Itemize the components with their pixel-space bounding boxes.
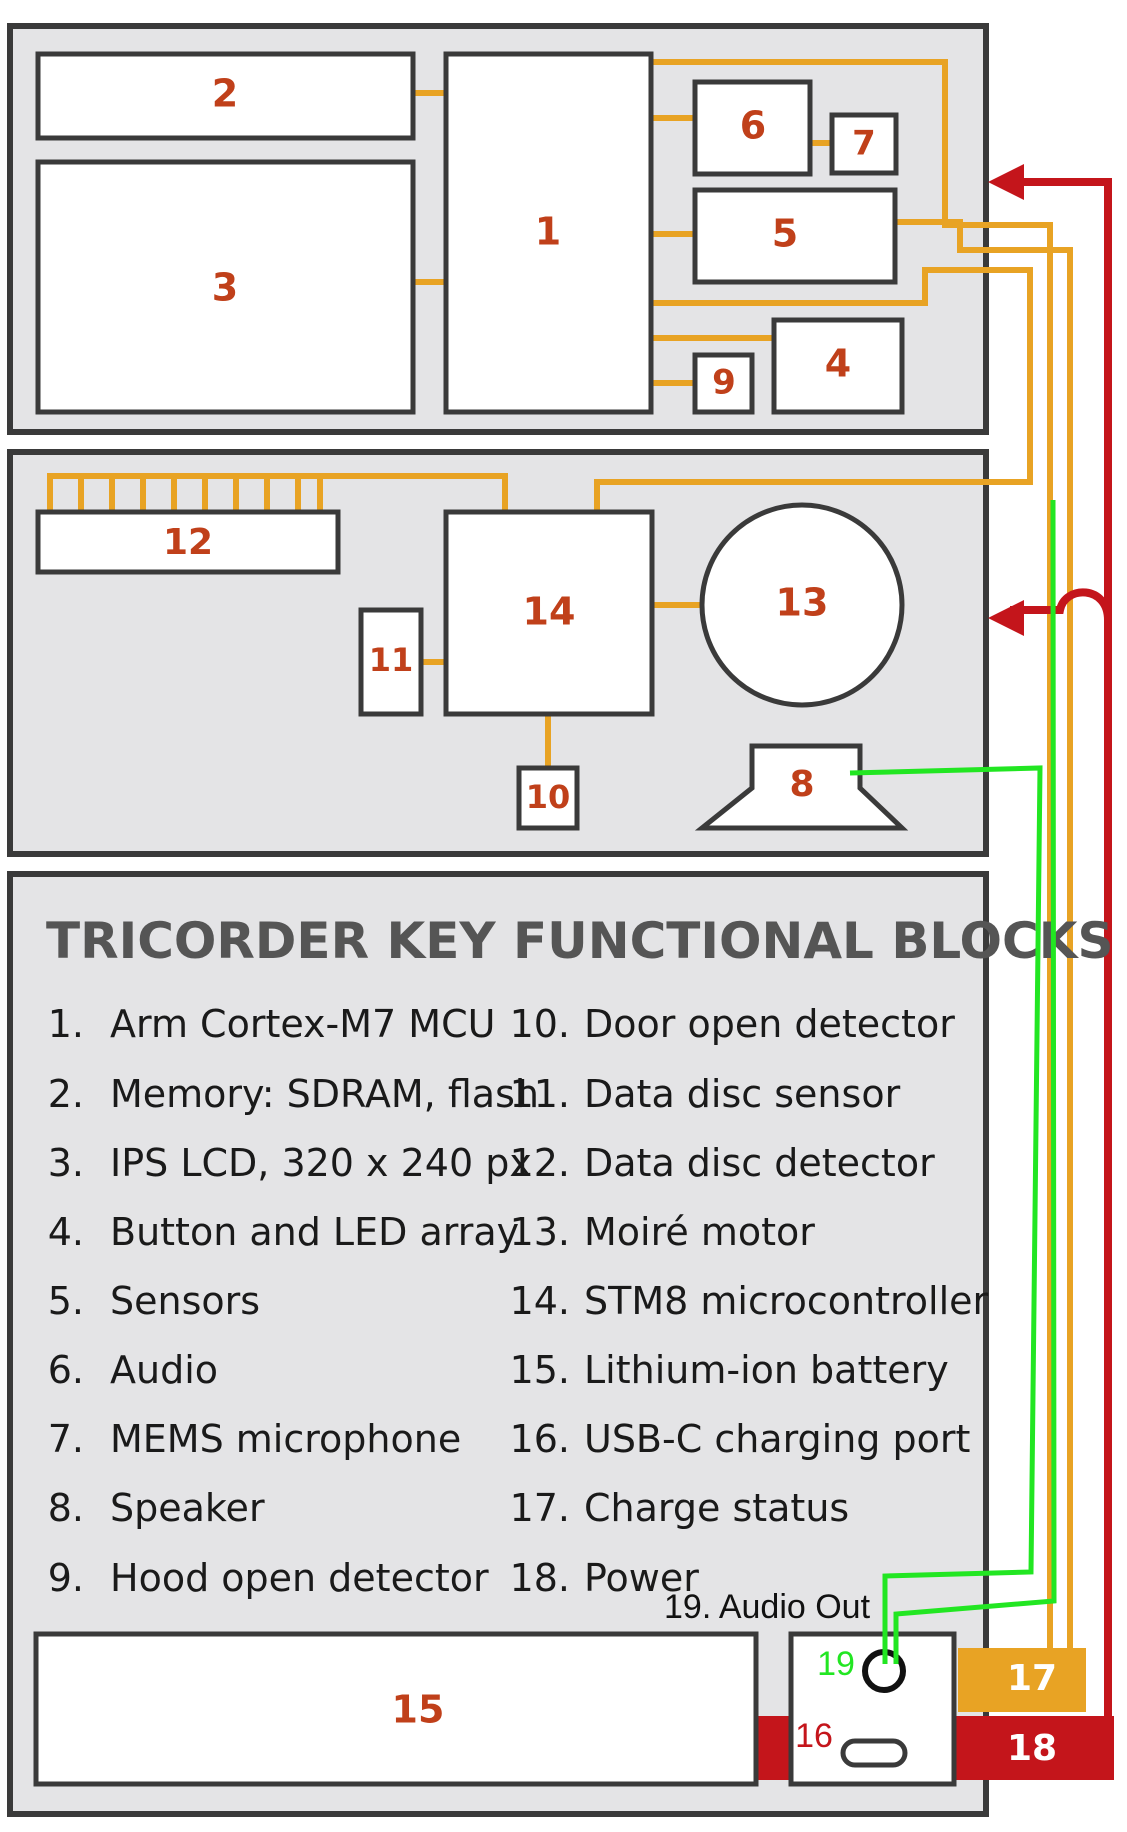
block-16-label: 16 bbox=[795, 1717, 833, 1755]
legend-text-18: Power bbox=[584, 1556, 699, 1600]
block-9 bbox=[692, 352, 755, 415]
legend-num-1: 1. bbox=[48, 1002, 84, 1046]
power-arrow-top bbox=[988, 164, 1024, 200]
legend-num-6: 6. bbox=[48, 1348, 84, 1392]
block-8 bbox=[694, 743, 909, 831]
block-13-label: 13 bbox=[776, 581, 829, 625]
block-4 bbox=[771, 317, 905, 415]
block-3 bbox=[35, 159, 416, 415]
legend-text-3: IPS LCD, 320 x 240 px bbox=[110, 1141, 532, 1185]
legend-right-column: 10. Door open detector 11. Data disc sen… bbox=[510, 1002, 989, 1600]
block-19-label: 19 bbox=[817, 1645, 855, 1683]
legend-text-6: Audio bbox=[110, 1348, 218, 1392]
legend-text-2: Memory: SDRAM, flash bbox=[110, 1072, 539, 1116]
legend-num-13: 13. bbox=[510, 1210, 570, 1254]
block-11 bbox=[358, 607, 424, 717]
legend-text-8: Speaker bbox=[110, 1486, 265, 1530]
legend-text-13: Moiré motor bbox=[584, 1210, 815, 1254]
block-15-label: 15 bbox=[392, 1688, 445, 1732]
block-2 bbox=[35, 51, 416, 141]
legend-num-12: 12. bbox=[510, 1141, 570, 1185]
legend-num-2: 2. bbox=[48, 1072, 84, 1116]
legend-text-4: Button and LED array bbox=[110, 1210, 519, 1254]
legend-num-9: 9. bbox=[48, 1556, 84, 1600]
legend-text-9: Hood open detector bbox=[110, 1556, 489, 1600]
block-15 bbox=[33, 1631, 759, 1787]
legend-text-10: Door open detector bbox=[584, 1002, 955, 1046]
block-6-label: 6 bbox=[740, 104, 766, 148]
legend-text-16: USB-C charging port bbox=[584, 1417, 970, 1461]
block-9-label: 9 bbox=[712, 363, 736, 403]
legend-text-1: Arm Cortex-M7 MCU bbox=[110, 1002, 495, 1046]
legend-num-3: 3. bbox=[48, 1141, 84, 1185]
signal-wires bbox=[47, 59, 1073, 1706]
legend-num-14: 14. bbox=[510, 1279, 570, 1323]
legend-num-18: 18. bbox=[510, 1556, 570, 1600]
block-17-label: 17 bbox=[1007, 1658, 1057, 1699]
block-4-label: 4 bbox=[825, 342, 851, 386]
block-5 bbox=[692, 187, 898, 285]
block-3-label: 3 bbox=[212, 266, 238, 310]
legend-num-5: 5. bbox=[48, 1279, 84, 1323]
block-1 bbox=[443, 51, 654, 415]
legend-num-4: 4. bbox=[48, 1210, 84, 1254]
block-7 bbox=[829, 112, 899, 176]
power-arrow-middle bbox=[988, 600, 1024, 636]
legend-num-16: 16. bbox=[510, 1417, 570, 1461]
legend-text-17: Charge status bbox=[584, 1486, 849, 1530]
block-10 bbox=[516, 765, 580, 831]
block-10-label: 10 bbox=[526, 778, 571, 816]
block-13 bbox=[699, 502, 905, 708]
block-8-label: 8 bbox=[789, 764, 814, 805]
power-wires bbox=[988, 164, 1112, 1748]
legend-text-11: Data disc sensor bbox=[584, 1072, 901, 1116]
legend-num-8: 8. bbox=[48, 1486, 84, 1530]
legend-text-12: Data disc detector bbox=[584, 1141, 935, 1185]
block-11-label: 11 bbox=[369, 641, 414, 679]
block-1-label: 1 bbox=[535, 210, 561, 254]
audio-out-wires bbox=[849, 499, 1057, 1664]
legend-title: TRICORDER KEY FUNCTIONAL BLOCKS bbox=[46, 912, 1113, 970]
block-18-label: 18 bbox=[1007, 1728, 1057, 1769]
block-7-label: 7 bbox=[852, 124, 876, 164]
legend-num-17: 17. bbox=[510, 1486, 570, 1530]
legend-num-10: 10. bbox=[510, 1002, 570, 1046]
block-17 bbox=[958, 1648, 1086, 1712]
block-12-label: 12 bbox=[163, 522, 213, 563]
block-6 bbox=[692, 79, 813, 177]
legend-num-7: 7. bbox=[48, 1417, 84, 1461]
legend-left-column: 1. Arm Cortex-M7 MCU 2. Memory: SDRAM, f… bbox=[48, 1002, 539, 1600]
legend-text-5: Sensors bbox=[110, 1279, 260, 1323]
block-5-label: 5 bbox=[772, 212, 798, 256]
block-2-label: 2 bbox=[212, 72, 238, 116]
audio-out-annotation: 19. Audio Out bbox=[664, 1588, 871, 1626]
legend-num-15: 15. bbox=[510, 1348, 570, 1392]
legend-text-15: Lithium-ion battery bbox=[584, 1348, 949, 1392]
legend-text-14: STM8 microcontroller bbox=[584, 1279, 989, 1323]
block-16-usb-port bbox=[840, 1738, 908, 1768]
block-14-label: 14 bbox=[523, 590, 576, 634]
block-14 bbox=[443, 509, 655, 717]
legend-num-11: 11. bbox=[510, 1072, 570, 1116]
block-12 bbox=[35, 509, 341, 575]
legend-text-7: MEMS microphone bbox=[110, 1417, 461, 1461]
